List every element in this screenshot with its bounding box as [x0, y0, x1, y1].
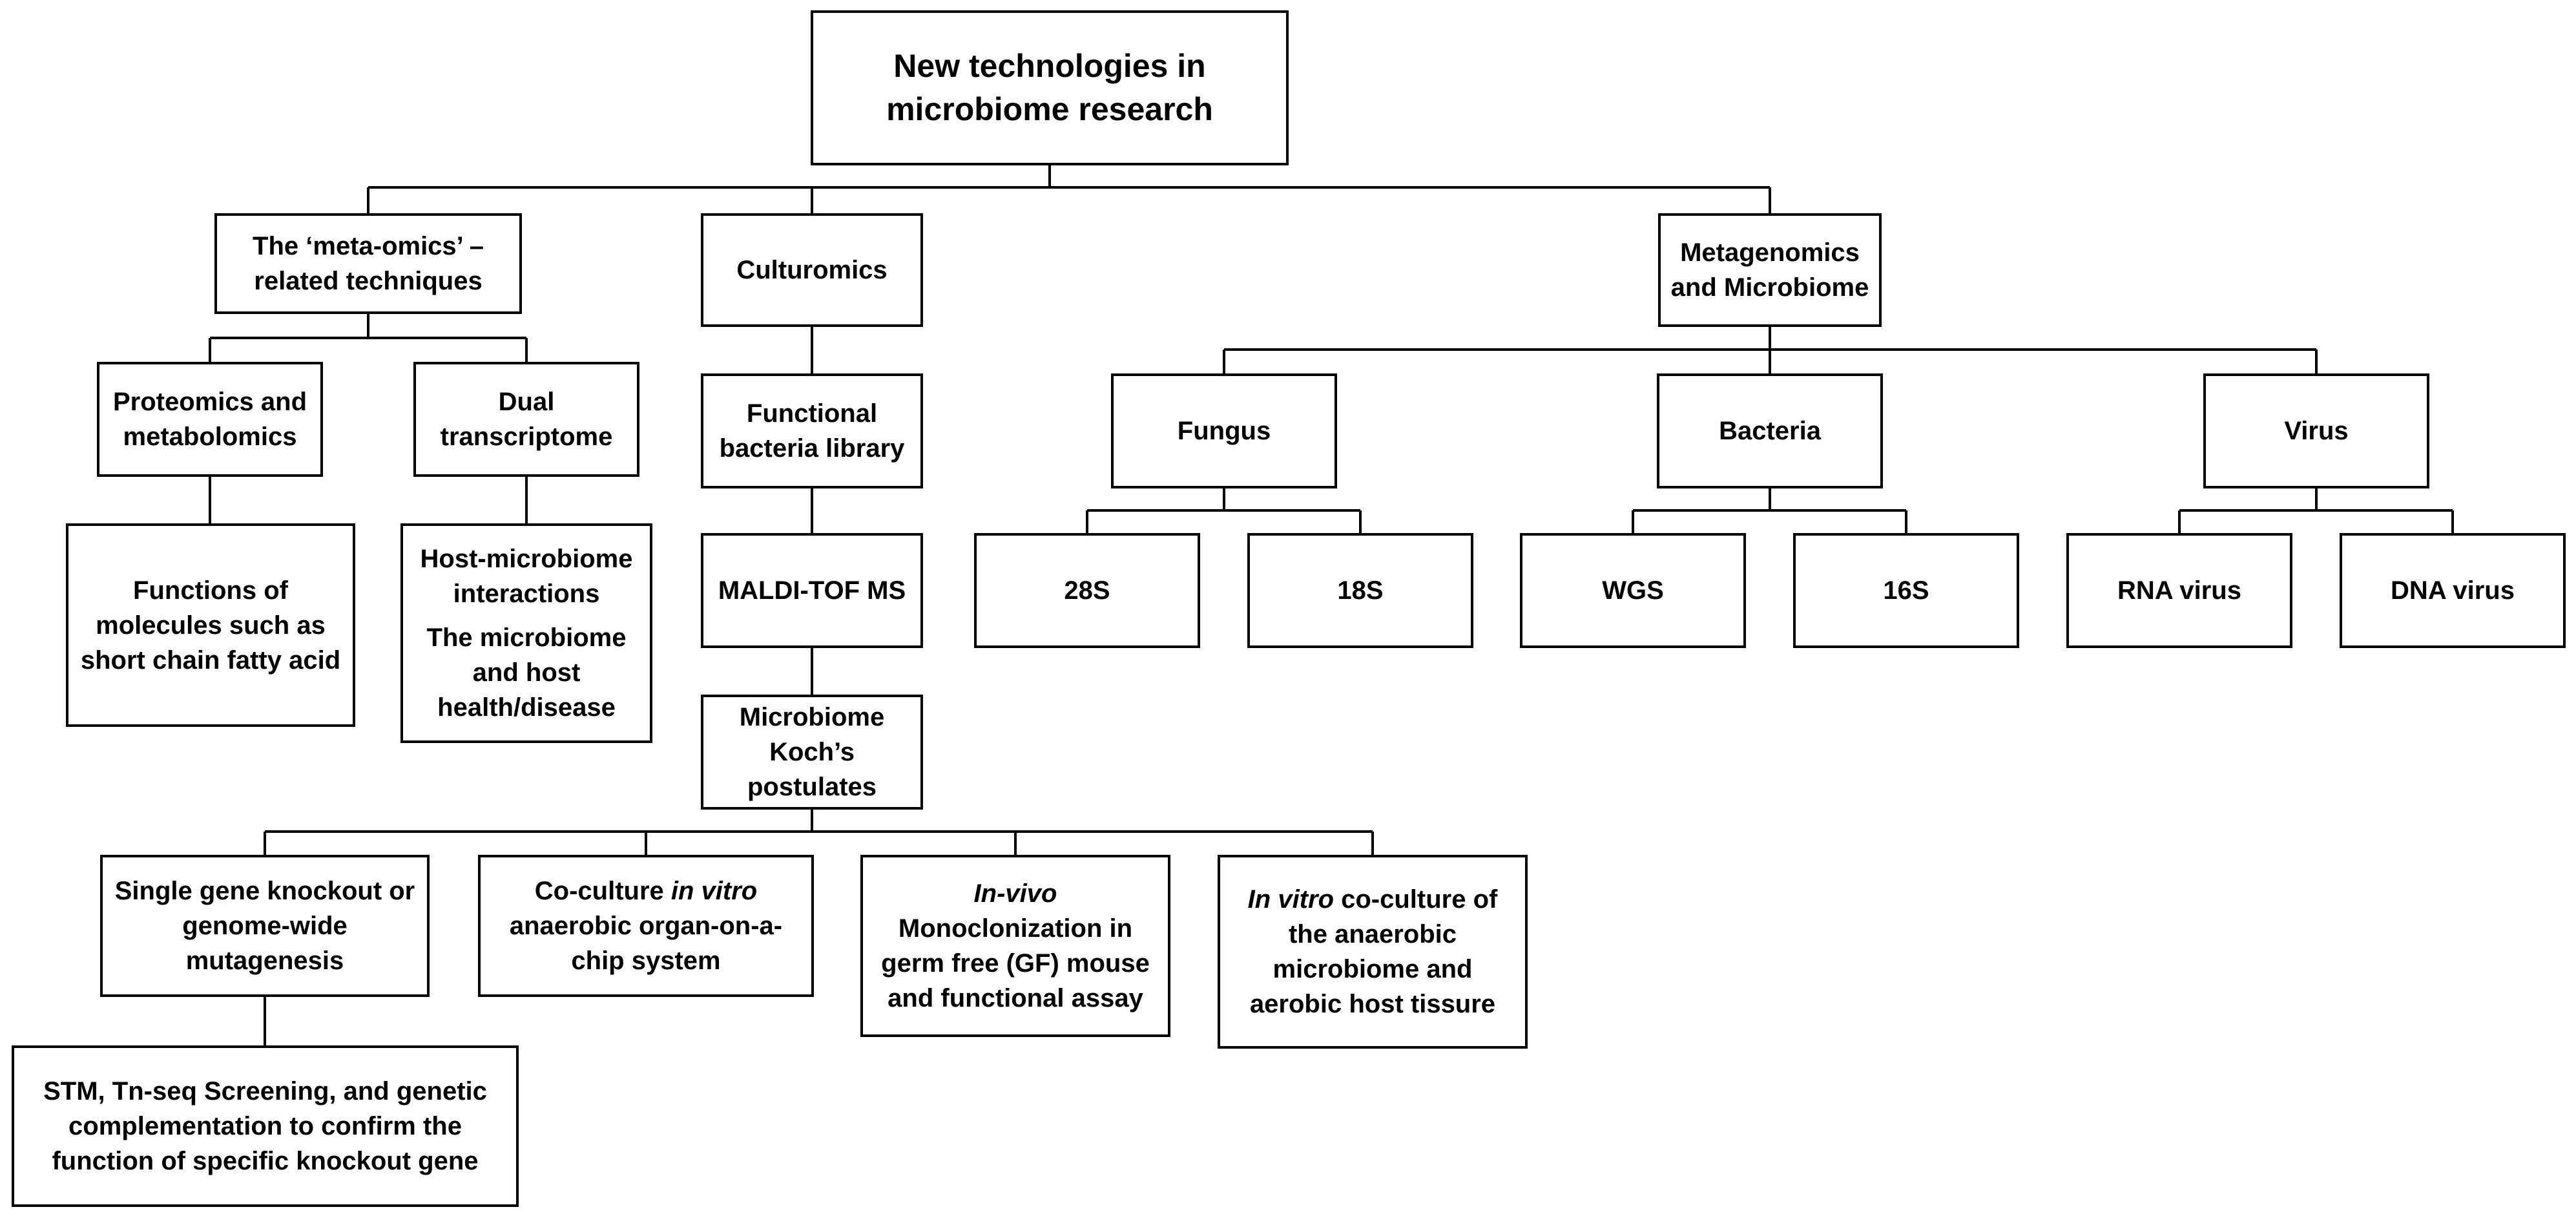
fungus-28s-label: 28S [1064, 576, 1110, 605]
invitro-line-3: microbiome and [1272, 955, 1473, 983]
root-line-2: microbiome research [886, 91, 1213, 127]
invitro-line-1-a: In vitro [1247, 885, 1334, 914]
fungus-18s-node: 18S [1247, 533, 1473, 648]
meta-omics-node: The ‘meta-omics’ – related techniques [214, 213, 522, 314]
fungus-28s-node: 28S [974, 533, 1200, 648]
invitro-line-1: In vitro co-culture of [1248, 882, 1498, 917]
bacteria-label: Bacteria [1719, 417, 1821, 445]
meta-omics-line-2: related techniques [254, 267, 483, 295]
functions-line-3: short chain fatty acid [80, 645, 341, 675]
koch-line-2: Koch’s [769, 738, 855, 766]
connector-metagenomics [1223, 327, 2318, 373]
functions-line-1: Functions of [133, 576, 288, 605]
maldi-label: MALDI-TOF MS [718, 576, 906, 605]
invivo-line-3: germ free (GF) mouse [881, 949, 1150, 978]
bacteria-wgs-label: WGS [1602, 576, 1664, 605]
metagenomics-line-1: Metagenomics [1680, 238, 1860, 267]
metagenomics-line-2: and Microbiome [1670, 273, 1869, 302]
host-line-4: and host [472, 658, 581, 687]
koch-line-3: postulates [747, 773, 877, 801]
host-line-2: interactions [453, 580, 600, 608]
gene-knockout-node: Single gene knockout or genome-wide muta… [100, 855, 430, 997]
proteomics-line-2: metabolomics [123, 423, 297, 451]
root-node: New technologies in microbiome research [811, 10, 1289, 165]
host-microbiome-node: Host-microbiome interactions The microbi… [400, 523, 652, 743]
invitro-line-4: aerobic host tissure [1249, 990, 1496, 1018]
proteomics-node: Proteomics and metabolomics [97, 362, 323, 477]
coculture-line-1: Co-culture in vitro [535, 874, 757, 908]
invivo-line-2: Monoclonization in [898, 914, 1133, 943]
coculture-line-1-b: in vitro [670, 877, 758, 905]
fungus-node: Fungus [1111, 373, 1337, 488]
maldi-tof-node: MALDI-TOF MS [701, 533, 923, 648]
meta-omics-line-1: The ‘meta-omics’ – [253, 232, 484, 260]
library-line-2: bacteria library [719, 434, 905, 463]
bacteria-library-node: Functional bacteria library [701, 373, 923, 488]
host-line-5: health/disease [437, 693, 616, 722]
connector-koch [264, 810, 1374, 855]
proteomics-line-1: Proteomics and [112, 388, 307, 416]
dual-line-1: Dual [498, 388, 555, 416]
invitro-line-2: the anaerobic [1288, 920, 1457, 949]
stm-line-2: complementation to confirm the [68, 1112, 462, 1140]
metagenomics-node: Metagenomics and Microbiome [1658, 213, 1882, 327]
bacteria-16s-node: 16S [1793, 533, 2019, 648]
coculture-chip-node: Co-culture in vitro anaerobic organ-on-a… [478, 855, 814, 997]
stm-tnseq-node: STM, Tn-seq Screening, and genetic compl… [12, 1045, 519, 1207]
stm-line-3: function of specific knockout gene [52, 1147, 479, 1175]
dna-virus-label: DNA virus [2391, 576, 2515, 605]
connector-fungus [1086, 488, 1362, 533]
culturomics-node: Culturomics [701, 213, 923, 327]
virus-node: Virus [2203, 373, 2429, 488]
connector-meta-omics [209, 314, 528, 362]
knockout-line-1: Single gene knockout or [114, 877, 415, 905]
culturomics-label: Culturomics [736, 256, 888, 284]
invitro-coculture-node: In vitro co-culture of the anaerobic mic… [1218, 855, 1528, 1049]
koch-postulates-node: Microbiome Koch’s postulates [701, 695, 923, 810]
connector-bacteria [1632, 488, 1907, 533]
coculture-line-2: anaerobic organ-on-a- [509, 912, 783, 940]
dual-line-2: transcriptome [440, 423, 613, 451]
virus-label: Virus [2284, 417, 2349, 445]
functions-node: Functions of molecules such as short cha… [66, 523, 355, 727]
coculture-line-3: chip system [571, 947, 721, 975]
bacteria-16s-label: 16S [1883, 576, 1929, 605]
connector-root [367, 165, 1771, 213]
invitro-line-1-b: co-culture of [1334, 885, 1498, 914]
dna-virus-node: DNA virus [2340, 533, 2566, 648]
connector-virus [2178, 488, 2454, 533]
bacteria-node: Bacteria [1657, 373, 1883, 488]
root-line-1: New technologies in [893, 47, 1206, 84]
host-line-3: The microbiome [426, 624, 627, 652]
knockout-line-3: mutagenesis [185, 947, 344, 975]
invivo-line-1: In-vivo [973, 879, 1057, 908]
fungus-label: Fungus [1177, 417, 1271, 445]
library-line-1: Functional [746, 399, 878, 428]
knockout-line-2: genome-wide [182, 912, 348, 940]
stm-line-1: STM, Tn-seq Screening, and genetic [43, 1077, 487, 1106]
coculture-line-1-a: Co-culture [534, 877, 671, 905]
host-line-1: Host-microbiome [420, 545, 633, 573]
koch-line-1: Microbiome [739, 703, 885, 731]
rna-virus-label: RNA virus [2117, 576, 2241, 605]
dual-transcriptome-node: Dual transcriptome [413, 362, 639, 477]
bacteria-wgs-node: WGS [1520, 533, 1746, 648]
fungus-18s-label: 18S [1337, 576, 1384, 605]
invivo-monoclonization-node: In-vivo Monoclonization in germ free (GF… [860, 855, 1170, 1037]
rna-virus-node: RNA virus [2066, 533, 2292, 648]
functions-line-2: molecules such as [96, 611, 326, 640]
invivo-line-4: and functional assay [888, 984, 1143, 1012]
